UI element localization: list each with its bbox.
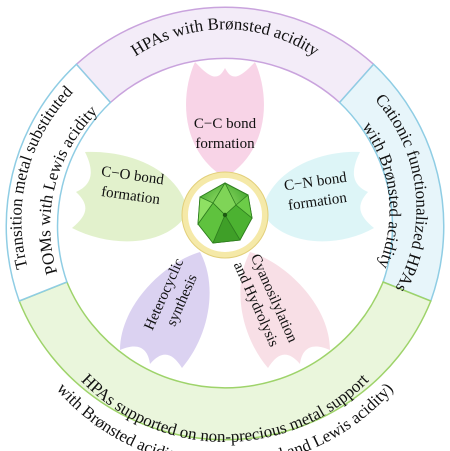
petal-cc-bond bbox=[186, 62, 264, 178]
center-hub bbox=[181, 171, 269, 259]
petal-co-bond bbox=[72, 151, 188, 242]
petal-cn-bond bbox=[262, 151, 374, 242]
petal-heterocyclic bbox=[120, 252, 210, 368]
polyoxometalate-cluster-icon bbox=[197, 182, 253, 244]
ring-sector-left bbox=[5, 63, 112, 302]
petal-label-cc-line1: C−C bond bbox=[194, 116, 257, 132]
petals bbox=[72, 62, 374, 368]
ring-sector-bottom bbox=[18, 281, 432, 441]
petal-label-cc-line2: formation bbox=[195, 136, 255, 152]
outer-ring bbox=[5, 6, 445, 441]
petal-cyanosilylation bbox=[240, 252, 330, 368]
